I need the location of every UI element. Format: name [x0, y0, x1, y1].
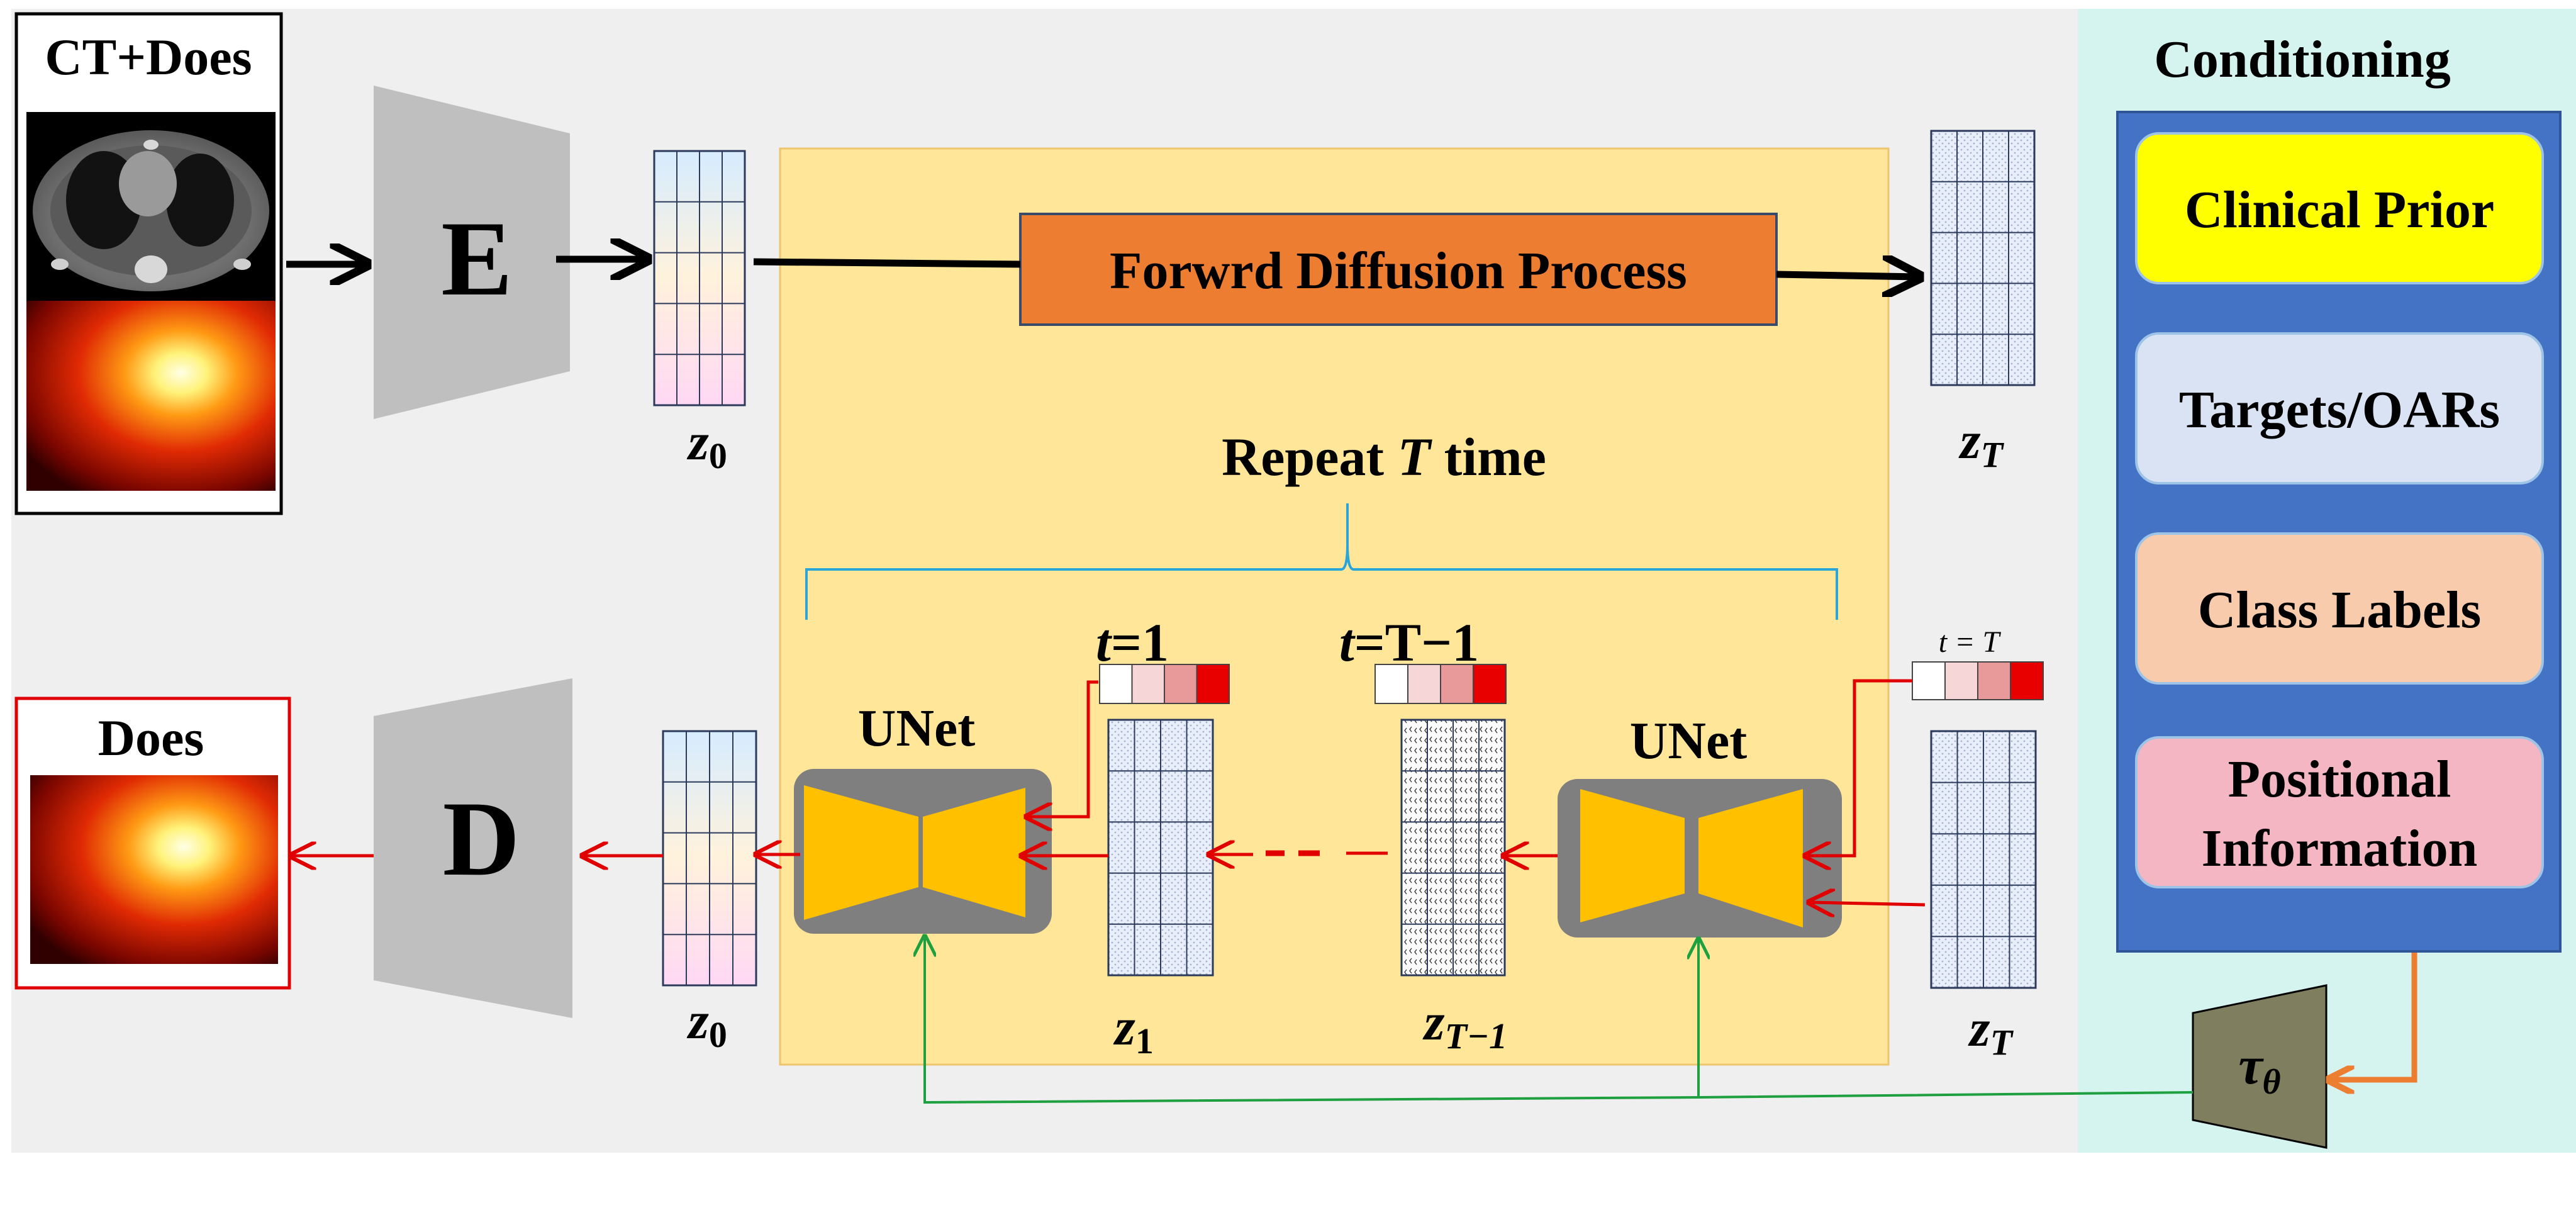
cond-class-labels: Class Labels	[2135, 532, 2544, 685]
latent-grid-z1	[1107, 719, 1214, 977]
unet-right-label: UNet	[1630, 712, 1748, 770]
cond-targets-oars-label: Targets/OARs	[2179, 381, 2500, 439]
repeat-brace	[805, 503, 1838, 620]
latent-labels: z0 zT z0 z1 zT−1 zT	[686, 412, 2014, 1063]
latent-grid-zT-minus-1	[1400, 719, 1506, 977]
forward-diffusion-box: Forwrd Diffusion Process	[1019, 213, 1778, 326]
tau-theta-encoder: τθ	[2192, 984, 2328, 1149]
repeat-label: Repeat T time	[1222, 427, 1546, 487]
z0-bottom-label: z0	[686, 992, 727, 1055]
timestep-embedding-t-minus-1	[1374, 664, 1507, 704]
timestep-t-minus-1-label: t=T−1	[1339, 612, 1479, 673]
zT-top-label: zT	[1958, 412, 2005, 475]
unet-left-label: UNet	[858, 699, 976, 758]
conditioning-arrows	[925, 936, 2417, 1104]
z1-label: z1	[1113, 998, 1154, 1061]
cond-targets-oars: Targets/OARs	[2135, 332, 2544, 484]
cond-positional-information-label: Information	[2202, 819, 2478, 878]
timestep-embeddings	[1099, 661, 2044, 704]
latent-grid-zT-top	[1930, 130, 2036, 386]
z0-top-label: z0	[686, 413, 727, 476]
cond-class-labels-label: Class Labels	[2198, 581, 2481, 639]
cond-positional-information-label: Positional	[2228, 750, 2451, 809]
encoder-label: E	[441, 199, 512, 318]
output-panel: Does	[14, 697, 291, 990]
encoder-block: E	[374, 86, 570, 419]
timestep-T-label: t = T	[1939, 625, 2002, 659]
input-panel: CT+Does	[14, 12, 283, 515]
output-panel-title: Does	[98, 709, 204, 766]
latent-grid-z0-bottom	[662, 730, 757, 987]
decoder-block: D	[374, 678, 572, 1018]
latent-grid-z0-top	[653, 150, 746, 406]
zT-minus-1-label: zT−1	[1422, 993, 1507, 1056]
reverse-flow-arrows	[291, 679, 1926, 905]
unet-left: UNet	[794, 699, 1052, 934]
conditioning-panel: Conditioning Clinical PriorTargets/OARsC…	[2116, 30, 2562, 953]
output-dose-map-image	[30, 775, 278, 964]
unet-right: UNet	[1558, 712, 1842, 938]
decoder-label: D	[443, 780, 520, 898]
latent-grids	[653, 130, 2037, 989]
conditioning-title: Conditioning	[2154, 30, 2451, 89]
timestep-1-label: t=1	[1096, 612, 1169, 673]
timestep-embedding-T	[1912, 661, 2044, 700]
top-flow-arrows	[286, 259, 1920, 277]
input-dose-map-image	[26, 301, 276, 491]
latent-grid-zT-bottom	[1930, 730, 2037, 989]
cond-clinical-prior-label: Clinical Prior	[2185, 181, 2494, 239]
cond-clinical-prior: Clinical Prior	[2135, 132, 2544, 284]
tau-theta-label: τθ	[2238, 1035, 2280, 1102]
forward-diffusion-label: Forwrd Diffusion Process	[1110, 242, 1687, 300]
timestep-embedding-1	[1099, 664, 1230, 704]
zT-bottom-label: zT	[1968, 999, 2014, 1063]
input-panel-title: CT+Does	[45, 28, 252, 86]
ct-scan-image	[26, 112, 276, 301]
